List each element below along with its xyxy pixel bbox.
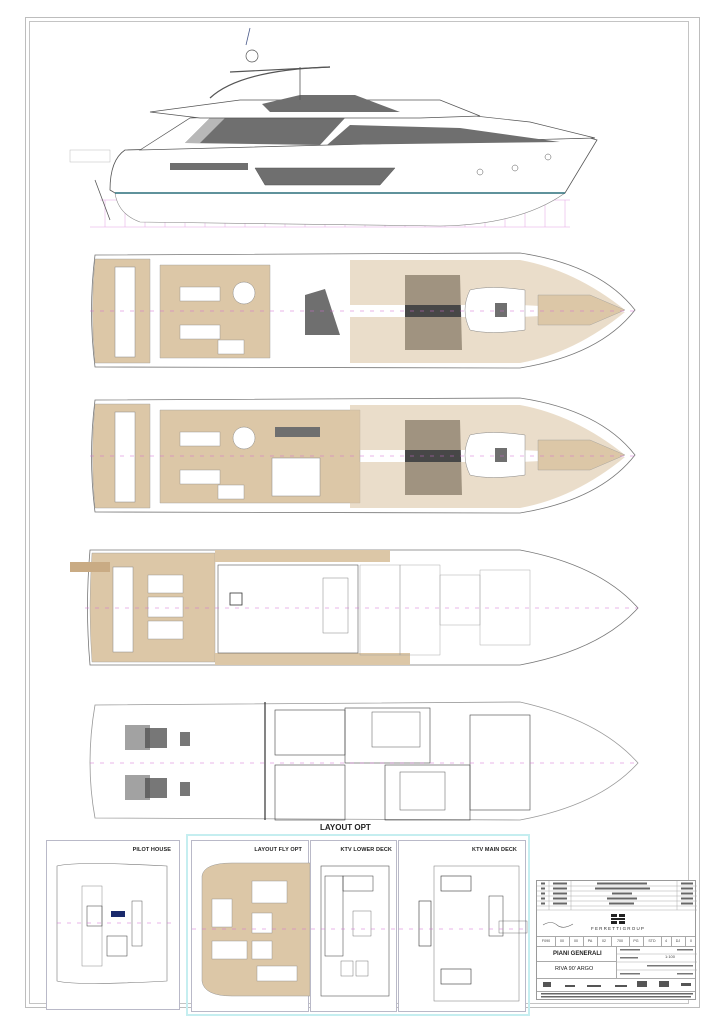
layout-fly-opt-label: LAYOUT FLY OPT — [254, 847, 302, 853]
layout-fly-opt-panel: LAYOUT FLY OPT — [191, 840, 311, 1012]
code-cell: PG — [629, 936, 644, 946]
ktv-main-deck-label: KTV MAIN DECK — [472, 847, 517, 853]
lower-deck-plan-drawing — [89, 701, 639, 821]
pilot-house-panel: PILOT HOUSE — [46, 840, 180, 1010]
layout-fly-opt-drawing — [192, 862, 311, 997]
drawing-metadata-lines — [617, 949, 697, 975]
code-cell: 02 — [597, 936, 612, 946]
riva-signature-icon — [542, 922, 574, 928]
code-cell: 0 — [690, 939, 692, 943]
side-elevation-drawing — [69, 27, 598, 228]
ktv-lower-deck-label: KTV LOWER DECK — [340, 847, 392, 853]
title-block: FERRETTIGROUP F090 00 00 PA 02 700 PG ST… — [536, 880, 697, 1000]
ktv-lower-deck-panel: KTV LOWER DECK — [310, 840, 398, 1012]
disclaimer-text — [541, 993, 693, 998]
ktv-main-deck-panel: KTV MAIN DECK — [398, 840, 528, 1012]
ktv-main-deck-drawing — [399, 865, 528, 1002]
code-cell: 00 — [569, 936, 584, 946]
group-brand-logos-icon — [543, 981, 691, 987]
pilot-house-drawing — [56, 863, 172, 984]
flybridge-plan-alternate-drawing — [90, 397, 636, 514]
code-cell: DJ — [671, 936, 686, 946]
brand-name: FERRETTIGROUP — [591, 926, 646, 931]
drawing-title: PIANI GENERALI — [553, 951, 602, 957]
pilot-house-label: PILOT HOUSE — [132, 847, 171, 853]
code-cell: PA — [583, 936, 598, 946]
code-cell: STD — [643, 936, 662, 946]
ktv-lower-deck-drawing — [311, 865, 398, 997]
project-name: RIVA 90' ARGO — [555, 966, 594, 972]
scale-value: 1:100 — [665, 954, 676, 959]
main-deck-plan-drawing — [70, 549, 639, 666]
layout-options-group — [186, 834, 530, 1016]
flybridge-plan-drawing — [90, 252, 636, 369]
drawing-info-row: PIANI GENERALI RIVA 90' ARGO 1:100 — [537, 946, 697, 979]
layout-options-title: LAYOUT OPT — [316, 823, 375, 832]
code-cell: 4 — [661, 936, 672, 946]
brand-row: FERRETTIGROUP — [537, 910, 695, 937]
revision-table — [537, 881, 697, 911]
brand-logos-row — [537, 978, 695, 992]
ferretti-logo-icon — [611, 914, 625, 924]
code-cell: 00 — [555, 936, 570, 946]
code-cell: 700 — [611, 936, 630, 946]
code-cell: F090 — [537, 936, 556, 946]
